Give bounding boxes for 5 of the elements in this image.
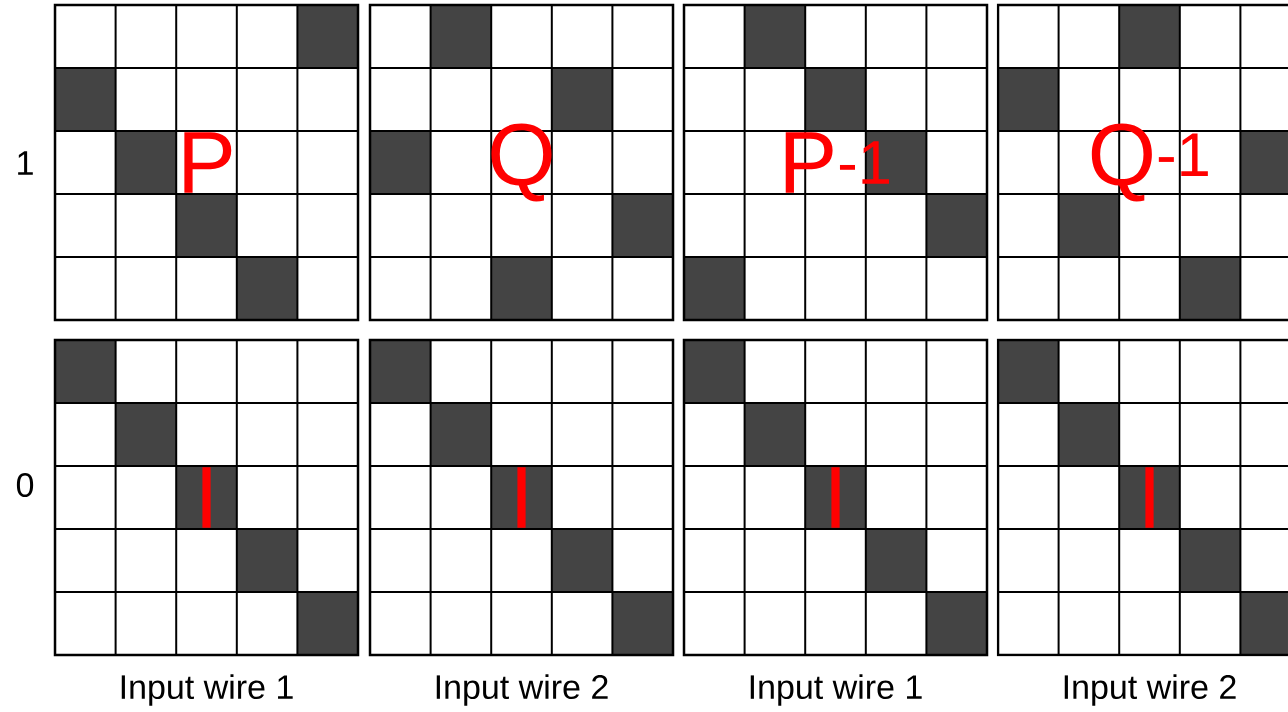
matrix-grid: I: [53, 338, 360, 657]
matrix-grid: P: [53, 3, 360, 322]
matrix-grid: I: [368, 338, 675, 657]
matrix-grid: I: [996, 338, 1288, 657]
matrix-grid: I: [682, 338, 989, 657]
